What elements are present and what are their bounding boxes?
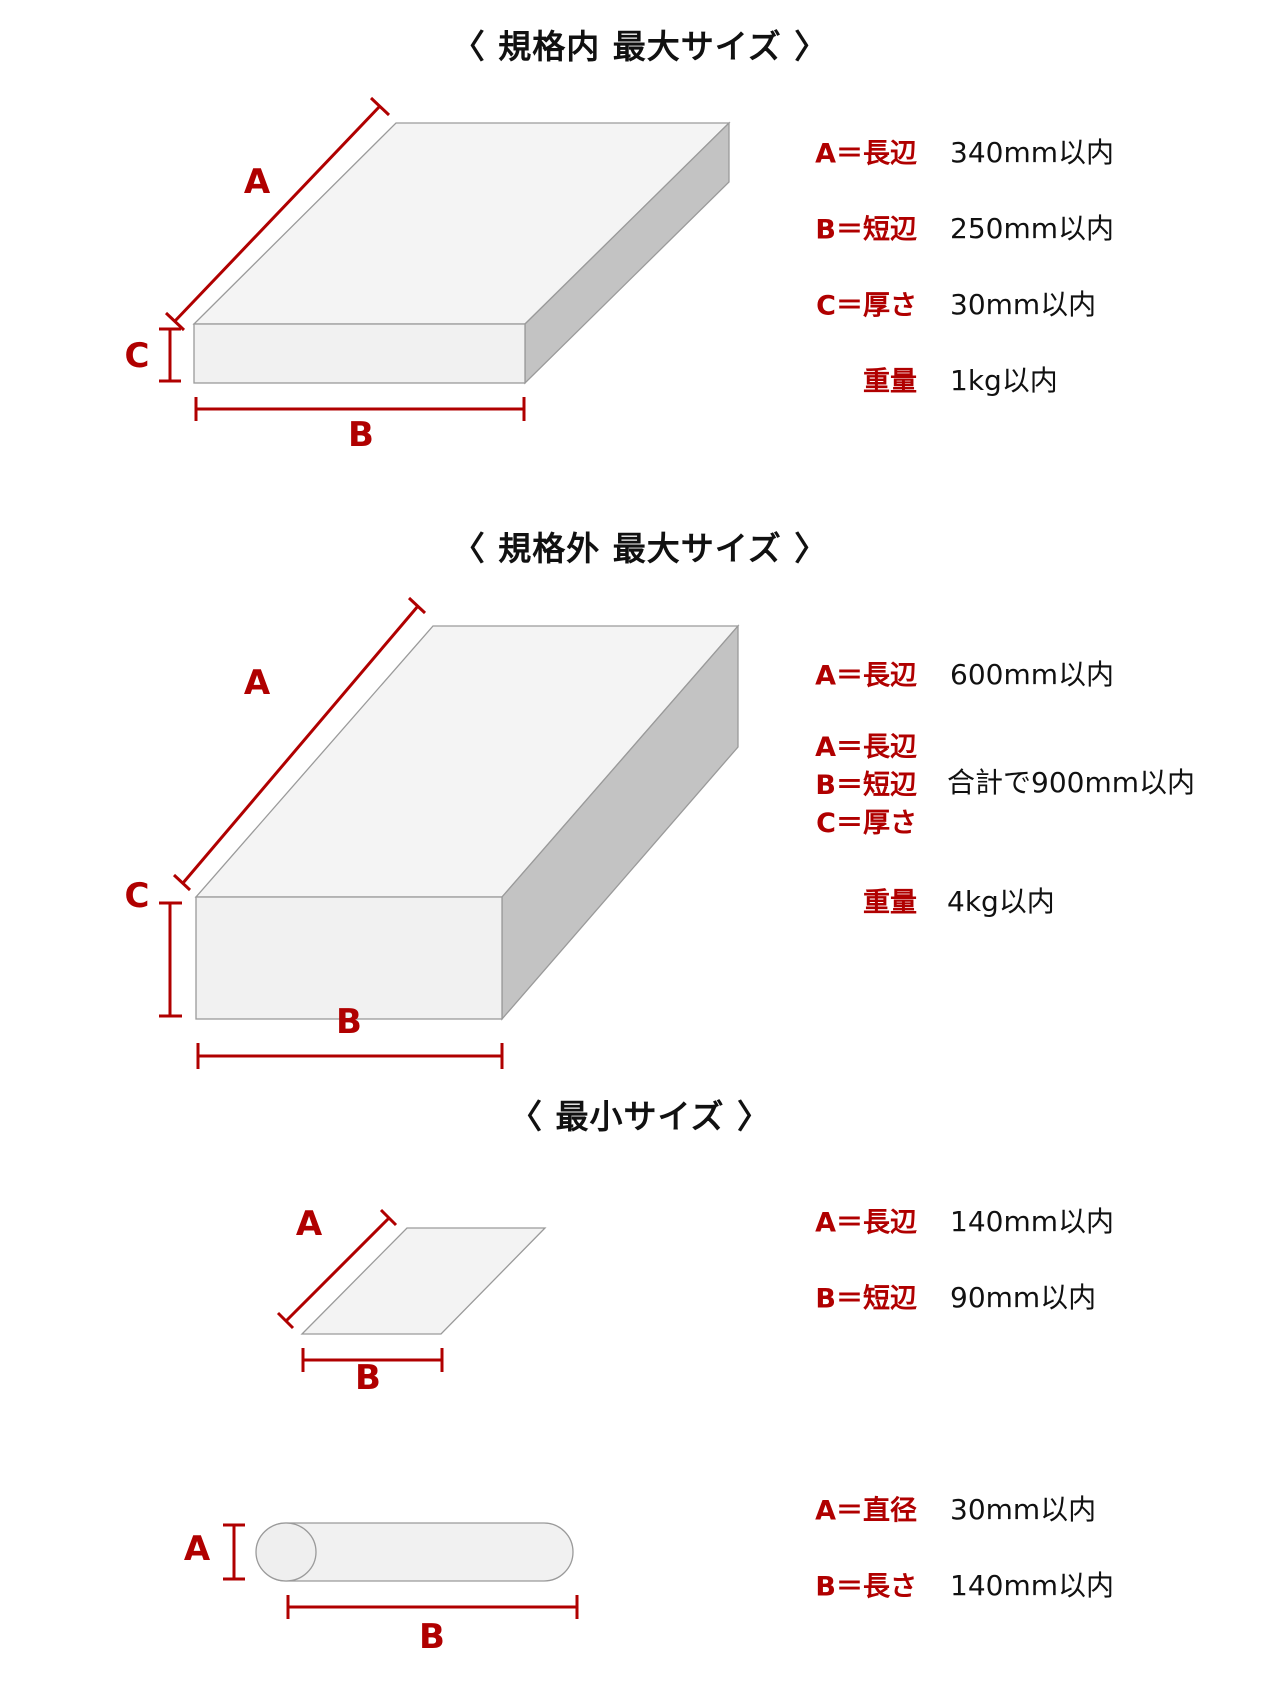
dimension-label-c: C [124, 876, 150, 916]
spec-label: A＝長辺 [815, 138, 917, 170]
dimension-label-a: A [183, 1529, 211, 1569]
dimension-line-b [194, 397, 526, 421]
dimension-label-b: B [348, 415, 374, 455]
section-title-standard-max: 〈 規格内 最大サイズ 〉 [451, 27, 829, 66]
spec-label: C＝厚さ [816, 808, 917, 839]
dimension-line-a [164, 96, 391, 332]
spec-value: 340mm以内 [950, 136, 1114, 169]
spec-label: 重量 [863, 887, 917, 919]
spec-value: 30mm以内 [950, 1493, 1097, 1526]
spec-label: 重量 [863, 366, 917, 398]
dimension-label-a: A [243, 663, 271, 703]
section-title-min-size: 〈 最小サイズ 〉 [509, 1097, 771, 1136]
dimension-label-b: B [336, 1002, 362, 1042]
dimension-label-a: A [295, 1204, 323, 1244]
dimension-label-b: B [419, 1617, 445, 1657]
spec-value: 4kg以内 [947, 885, 1055, 918]
spec-value: 90mm以内 [950, 1281, 1097, 1314]
dimension-label-c: C [124, 336, 150, 376]
spec-label: B＝短辺 [815, 214, 917, 246]
spec-value: 140mm以内 [950, 1569, 1114, 1602]
dimension-label-a: A [243, 162, 271, 202]
spec-value: 250mm以内 [950, 212, 1114, 245]
spec-label: B＝長さ [815, 1571, 917, 1603]
spec-label-group: A＝長辺 B＝短辺 C＝厚さ [815, 729, 917, 843]
spec-value-combined: 合計で900mm以内 [947, 766, 1195, 799]
section-title-oversize-max: 〈 規格外 最大サイズ 〉 [451, 529, 829, 568]
spec-label: A＝長辺 [815, 1207, 917, 1239]
spec-value: 1kg以内 [950, 364, 1058, 397]
spec-label: A＝長辺 [815, 732, 917, 763]
spec-label: B＝短辺 [815, 1283, 917, 1315]
spec-label: A＝直径 [815, 1495, 917, 1527]
spec-label: B＝短辺 [815, 770, 917, 801]
dimension-label-b: B [355, 1358, 381, 1398]
spec-value: 600mm以内 [950, 658, 1114, 691]
spec-label: A＝長辺 [815, 660, 917, 692]
spec-value: 140mm以内 [950, 1205, 1114, 1238]
dimension-line-c [159, 327, 181, 383]
spec-label: C＝厚さ [816, 290, 917, 322]
spec-value: 30mm以内 [950, 288, 1097, 321]
